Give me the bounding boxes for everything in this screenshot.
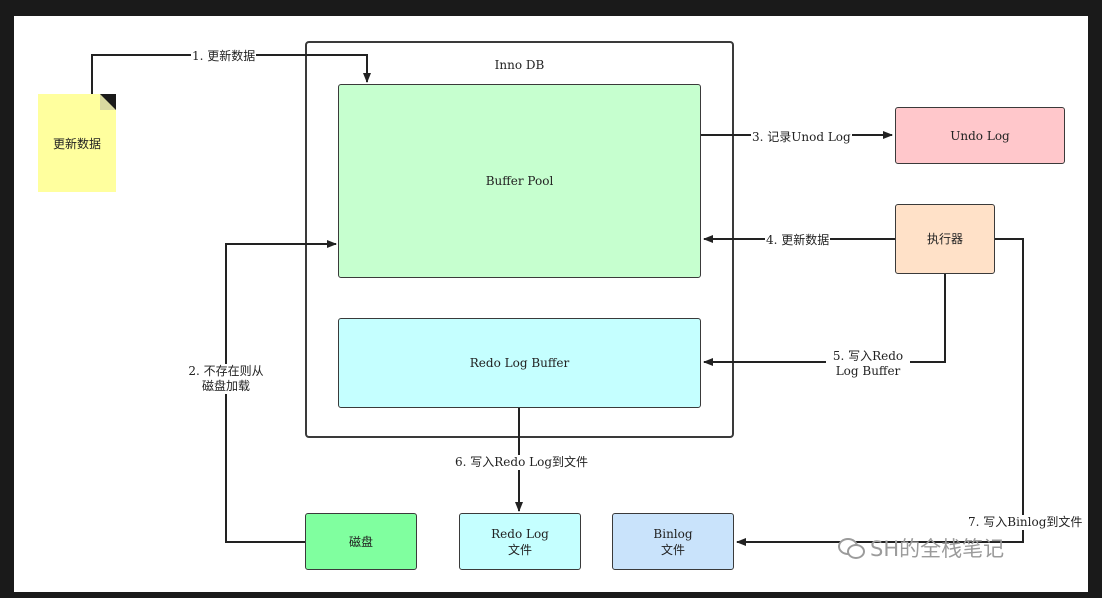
redo-log-file-box: Redo Log 文件 [459, 513, 581, 570]
step-1-label: 1. 更新数据 [191, 49, 257, 64]
executor-label: 执行器 [926, 232, 963, 246]
step-4-label: 4. 更新数据 [765, 233, 831, 248]
step-5-line-2: Log Buffer [835, 364, 901, 378]
binlog-file-label-2: 文件 [660, 542, 685, 557]
step-2-label: 2. 不存在则从 磁盘加载 [184, 364, 268, 394]
update-data-note: 更新数据 [38, 94, 116, 192]
undo-log-box: Undo Log [895, 107, 1065, 164]
wechat-icon [838, 537, 866, 559]
executor-box: 执行器 [895, 204, 995, 274]
watermark: SH的全栈笔记 [838, 533, 1004, 563]
buffer-pool-box: Buffer Pool [338, 84, 701, 278]
step-5-line-1: 5. 写入Redo [832, 349, 904, 363]
step-7-label: 7. 写入Binlog到文件 [967, 515, 1084, 530]
step-3-label: 3. 记录Unod Log [751, 130, 852, 145]
redo-log-file-label-2: 文件 [507, 542, 532, 557]
binlog-file-label-1: Binlog [653, 526, 693, 541]
step-5-label: 5. 写入Redo Log Buffer [826, 349, 910, 379]
undo-log-label: Undo Log [950, 128, 1010, 143]
redo-log-buffer-box: Redo Log Buffer [338, 318, 701, 408]
note-fold-corner [100, 94, 116, 110]
note-label: 更新数据 [52, 136, 101, 151]
arrow-step-5 [703, 274, 946, 366]
redo-log-file-label-1: Redo Log [491, 526, 549, 541]
binlog-file-box: Binlog 文件 [612, 513, 734, 570]
buffer-pool-label: Buffer Pool [485, 174, 554, 188]
step-2-line-2: 磁盘加载 [201, 379, 250, 393]
watermark-text: SH的全栈笔记 [870, 537, 1005, 561]
disk-box: 磁盘 [305, 513, 417, 570]
disk-label: 磁盘 [348, 534, 373, 549]
arrow-step-7 [736, 238, 1024, 546]
innodb-title: Inno DB [494, 58, 545, 72]
redo-log-buffer-label: Redo Log Buffer [469, 356, 570, 370]
step-6-label: 6. 写入Redo Log到文件 [454, 455, 589, 470]
step-2-line-1: 2. 不存在则从 [188, 364, 264, 378]
